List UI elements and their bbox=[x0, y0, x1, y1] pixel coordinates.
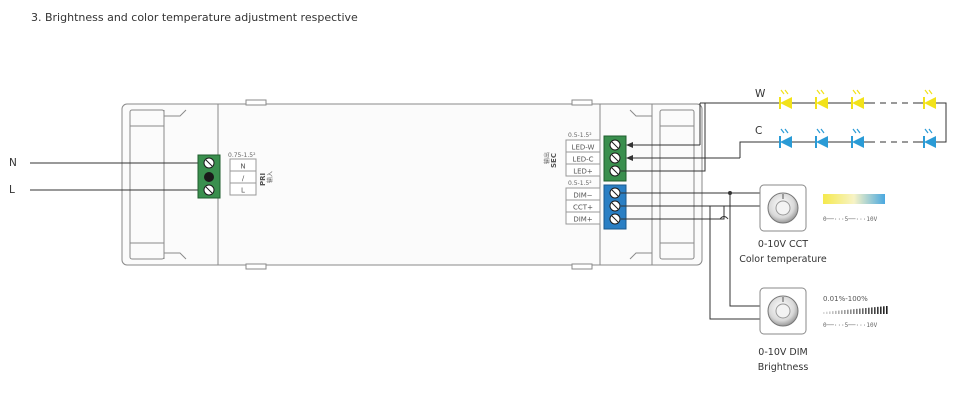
wire-arrowheads bbox=[626, 142, 633, 161]
cct-scale: 0──···5──···10V bbox=[823, 216, 878, 223]
terminal-slash: / bbox=[242, 175, 245, 183]
warm-led-3 bbox=[851, 89, 864, 109]
cool-label: C bbox=[755, 125, 762, 137]
line-l-label: L bbox=[9, 184, 15, 196]
dim-ramp-tick bbox=[838, 310, 840, 314]
junction-dot bbox=[728, 191, 732, 195]
cct-gradient-bar bbox=[823, 194, 885, 204]
input-terminal-labels: N / L bbox=[229, 158, 257, 196]
dim-ramp-tick bbox=[862, 308, 864, 314]
sec-label: SEC bbox=[550, 153, 558, 168]
pri-label: PRI bbox=[259, 173, 267, 186]
dim-ramp-tick bbox=[877, 306, 879, 314]
dim-ramp-tick bbox=[826, 311, 828, 314]
cct-controller bbox=[759, 184, 807, 232]
terminal-dim-minus: DIM− bbox=[573, 192, 592, 200]
cool-led-1 bbox=[779, 128, 792, 148]
dim-ramp-tick bbox=[829, 311, 831, 314]
dim-ramp-tick bbox=[835, 310, 837, 314]
dim-ramp-tick bbox=[868, 307, 870, 314]
dim-ramp-tick bbox=[823, 312, 825, 314]
dim-ramp-tick bbox=[850, 309, 852, 314]
cool-led-2 bbox=[815, 128, 828, 148]
dim-terminal-block bbox=[603, 184, 627, 230]
cool-led-3 bbox=[851, 128, 864, 148]
led-terminal-labels: LED-W LED-C LED+ bbox=[565, 139, 601, 177]
warm-led-4 bbox=[923, 89, 936, 109]
warm-led-1 bbox=[779, 89, 792, 109]
dim-controller bbox=[759, 287, 807, 335]
dim-ramp-tick bbox=[844, 310, 846, 314]
warm-label: W bbox=[755, 88, 766, 100]
terminal-led-plus: LED+ bbox=[573, 168, 593, 176]
led-terminal-block bbox=[603, 135, 627, 182]
driver-housing bbox=[121, 99, 703, 270]
dim-ramp-tick bbox=[847, 309, 849, 314]
sec-wire-spec: 0.5-1.5² bbox=[568, 132, 592, 139]
input-wire-spec: 0.75-1.5² bbox=[228, 152, 256, 159]
dim-ramp-tick bbox=[874, 307, 876, 314]
terminal-led-w: LED-W bbox=[572, 144, 595, 152]
cct-label-1: 0-10V CCT bbox=[758, 239, 808, 250]
terminal-n: N bbox=[240, 163, 245, 171]
dim-ramp-tick bbox=[853, 309, 855, 314]
cool-led-4 bbox=[923, 128, 936, 148]
dim-percent: 0.01%-100% bbox=[823, 295, 868, 303]
warm-led-2 bbox=[815, 89, 828, 109]
dim-terminal-labels: DIM− CCT+ DIM+ bbox=[565, 187, 601, 225]
dim-ramp-tick bbox=[841, 310, 843, 314]
dim-ramp-tick bbox=[886, 306, 888, 314]
terminal-l: L bbox=[241, 187, 245, 195]
dim-label-2: Brightness bbox=[758, 362, 809, 373]
line-n-label: N bbox=[9, 157, 17, 169]
dim-ramp-tick bbox=[883, 306, 885, 314]
dim-ramp-tick bbox=[832, 311, 834, 314]
pri-sublabel: 输入 bbox=[266, 171, 274, 183]
terminal-dim-plus: DIM+ bbox=[573, 216, 592, 224]
dim-wire-spec: 0.5-1.5² bbox=[568, 180, 592, 187]
dim-gradient-bars bbox=[823, 306, 888, 314]
dim-ramp-tick bbox=[871, 307, 873, 314]
sec-sublabel: 输出 bbox=[543, 152, 551, 164]
terminal-cct-plus: CCT+ bbox=[573, 204, 593, 212]
cct-label-2: Color temperature bbox=[739, 254, 827, 265]
diagram-title: 3. Brightness and color temperature adju… bbox=[31, 11, 358, 24]
dim-ramp-tick bbox=[856, 308, 858, 314]
dim-ramp-tick bbox=[859, 308, 861, 314]
dim-ramp-tick bbox=[865, 308, 867, 314]
input-wires bbox=[30, 162, 200, 191]
input-terminal-block bbox=[197, 154, 221, 199]
dim-wires bbox=[621, 192, 760, 320]
dim-label-1: 0-10V DIM bbox=[758, 347, 807, 358]
dim-ramp-tick bbox=[880, 306, 882, 314]
dim-scale: 0──···5──···10V bbox=[823, 322, 878, 329]
terminal-led-c: LED-C bbox=[572, 156, 593, 164]
